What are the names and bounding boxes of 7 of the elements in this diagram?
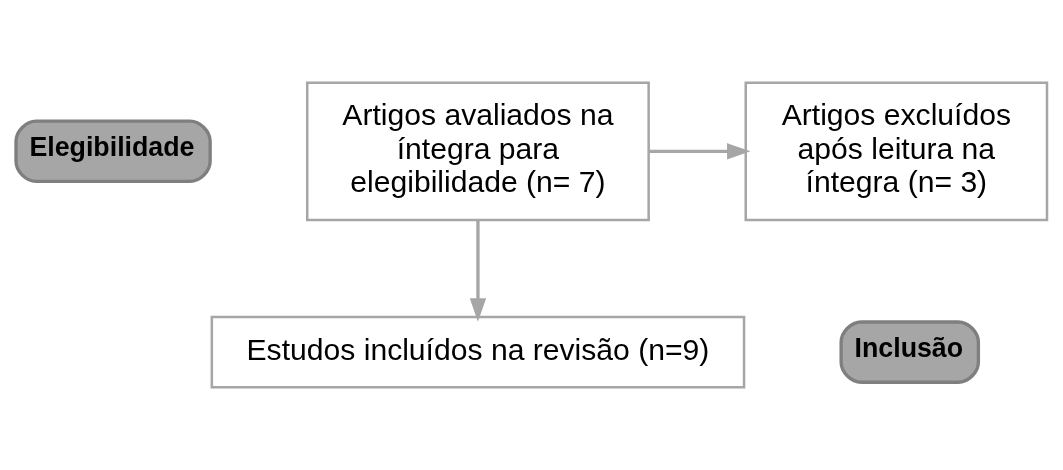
node-box: Elegibilidade: [14, 119, 212, 184]
node-box: Inclusão: [839, 320, 981, 384]
node-box: Artigos avaliados na íntegra para elegibilidade (n= 7): [305, 81, 650, 222]
node-box: Estudos incluídos na revisão (n=9): [210, 315, 746, 389]
arrow: [469, 220, 487, 322]
arrow: [648, 143, 751, 160]
node-box: Artigos excluídos após leitura na íntegra (n= 3): [744, 81, 1049, 222]
